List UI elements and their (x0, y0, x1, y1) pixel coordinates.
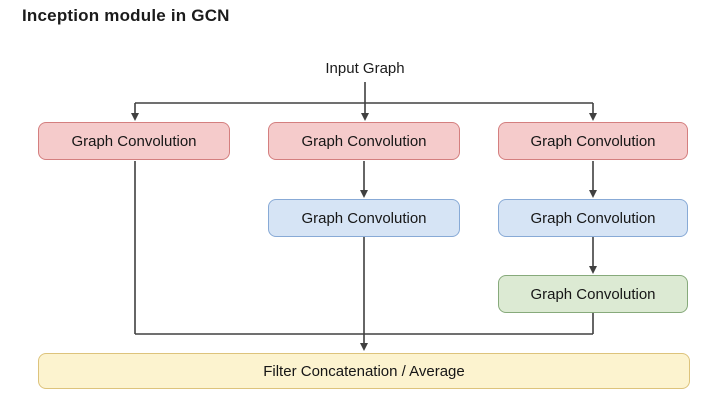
node-label: Graph Convolution (301, 132, 427, 150)
node-conv-branch1-layer1: Graph Convolution (38, 122, 230, 160)
output-label: Filter Concatenation / Average (263, 362, 465, 380)
node-conv-branch3-layer3: Graph Convolution (498, 275, 688, 313)
node-label: Graph Convolution (530, 209, 656, 227)
input-graph-label: Input Graph (325, 60, 405, 77)
node-conv-branch2-layer1: Graph Convolution (268, 122, 460, 160)
node-label: Graph Convolution (301, 209, 427, 227)
diagram-title: Inception module in GCN (22, 6, 230, 25)
node-label: Graph Convolution (71, 132, 197, 150)
node-label: Graph Convolution (530, 132, 656, 150)
node-conv-branch3-layer1: Graph Convolution (498, 122, 688, 160)
node-filter-concatenation: Filter Concatenation / Average (38, 353, 690, 389)
node-conv-branch3-layer2: Graph Convolution (498, 199, 688, 237)
node-conv-branch2-layer2: Graph Convolution (268, 199, 460, 237)
node-label: Graph Convolution (530, 285, 656, 303)
